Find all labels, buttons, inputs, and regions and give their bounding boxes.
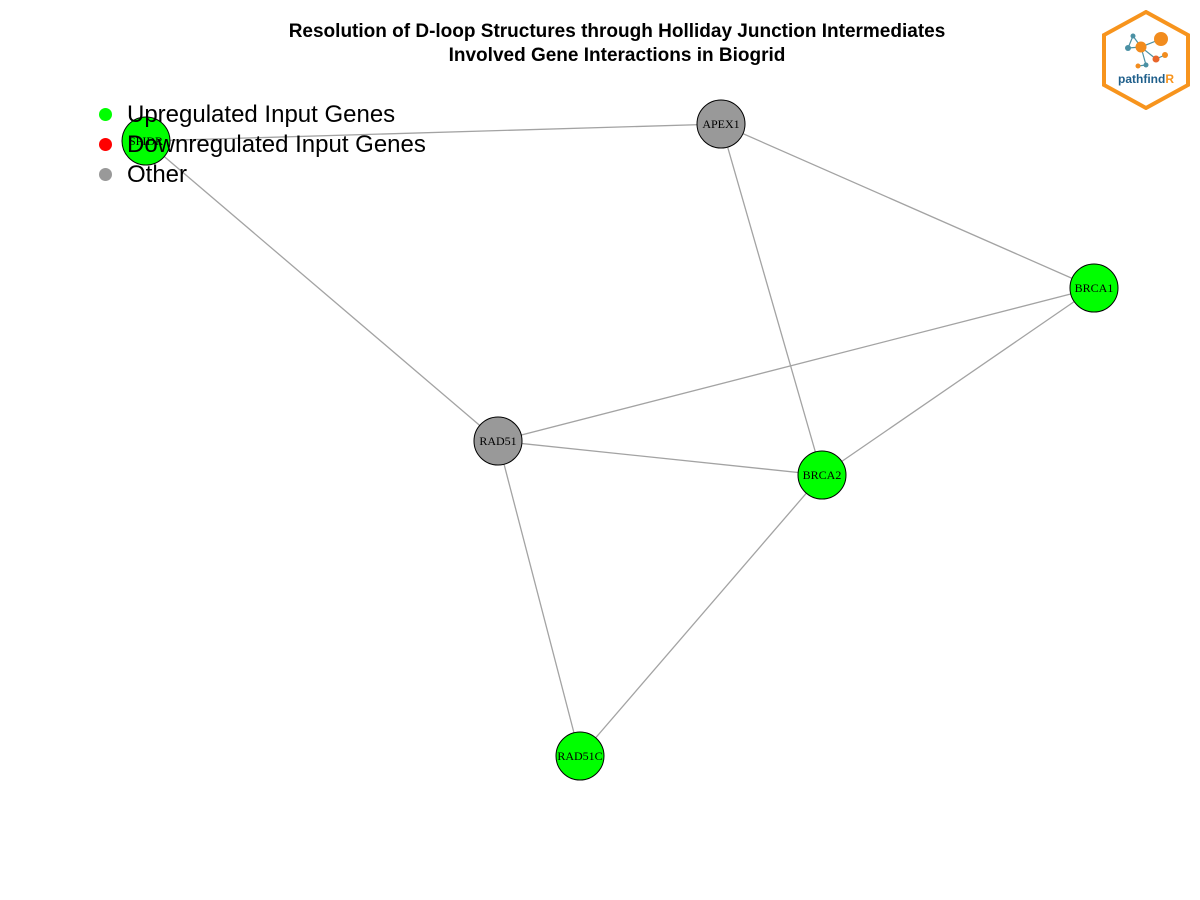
node-label-rad51: RAD51 bbox=[479, 434, 516, 448]
node-label-apex1: APEX1 bbox=[702, 117, 739, 131]
edge-apex1-brca1 bbox=[720, 123, 1095, 289]
edges-layer bbox=[145, 123, 1095, 757]
legend-dot-upregulated bbox=[99, 108, 112, 121]
node-label-spidr: SPIDR bbox=[129, 134, 163, 148]
node-spidr[interactable]: SPIDR bbox=[121, 116, 171, 166]
diagram-title-line-1: Resolution of D-loop Structures through … bbox=[288, 21, 946, 42]
edge-brca1-rad51 bbox=[497, 287, 1095, 442]
logo-text-main: pathfind bbox=[1118, 72, 1165, 86]
legend-dot-other bbox=[99, 168, 112, 181]
node-circle-apex1[interactable] bbox=[696, 99, 746, 149]
node-label-rad51c: RAD51C bbox=[557, 749, 602, 763]
edge-brca2-rad51c bbox=[579, 474, 823, 757]
node-circle-spidr[interactable] bbox=[121, 116, 171, 166]
edge-spidr-rad51 bbox=[145, 140, 499, 442]
edge-spidr-apex1 bbox=[145, 123, 722, 142]
legend-label-upregulated: Upregulated Input Genes bbox=[127, 101, 396, 128]
node-circle-rad51c[interactable] bbox=[555, 731, 605, 781]
legend-dot-downregulated bbox=[99, 138, 112, 151]
pathfindr-logo: pathfindR bbox=[1102, 10, 1190, 110]
edge-rad51-rad51c bbox=[497, 440, 581, 757]
legend-label-other: Other bbox=[127, 161, 188, 188]
node-rad51c[interactable]: RAD51C bbox=[555, 731, 605, 781]
logo-text-accent: R bbox=[1165, 72, 1174, 86]
diagram-title-line-2: Involved Gene Interactions in Biogrid bbox=[448, 45, 786, 66]
node-circle-brca1[interactable] bbox=[1069, 263, 1119, 313]
node-rad51[interactable]: RAD51 bbox=[473, 416, 523, 466]
node-brca1[interactable]: BRCA1 bbox=[1069, 263, 1119, 313]
edge-brca1-brca2 bbox=[821, 287, 1095, 476]
logo-text: pathfindR bbox=[1118, 72, 1174, 86]
node-circle-brca2[interactable] bbox=[797, 450, 847, 500]
node-brca2[interactable]: BRCA2 bbox=[797, 450, 847, 500]
node-label-brca1: BRCA1 bbox=[1075, 281, 1114, 295]
logo-hexagon-border bbox=[1102, 10, 1190, 110]
node-circle-rad51[interactable] bbox=[473, 416, 523, 466]
edge-rad51-brca2 bbox=[497, 440, 823, 476]
legend-label-downregulated: Downregulated Input Genes bbox=[127, 131, 426, 158]
diagram-title: Resolution of D-loop Structures through … bbox=[0, 20, 1200, 68]
logo-network-nodes bbox=[1125, 32, 1168, 69]
node-label-brca2: BRCA2 bbox=[803, 468, 842, 482]
node-apex1[interactable]: APEX1 bbox=[696, 99, 746, 149]
edge-apex1-brca2 bbox=[720, 123, 823, 476]
